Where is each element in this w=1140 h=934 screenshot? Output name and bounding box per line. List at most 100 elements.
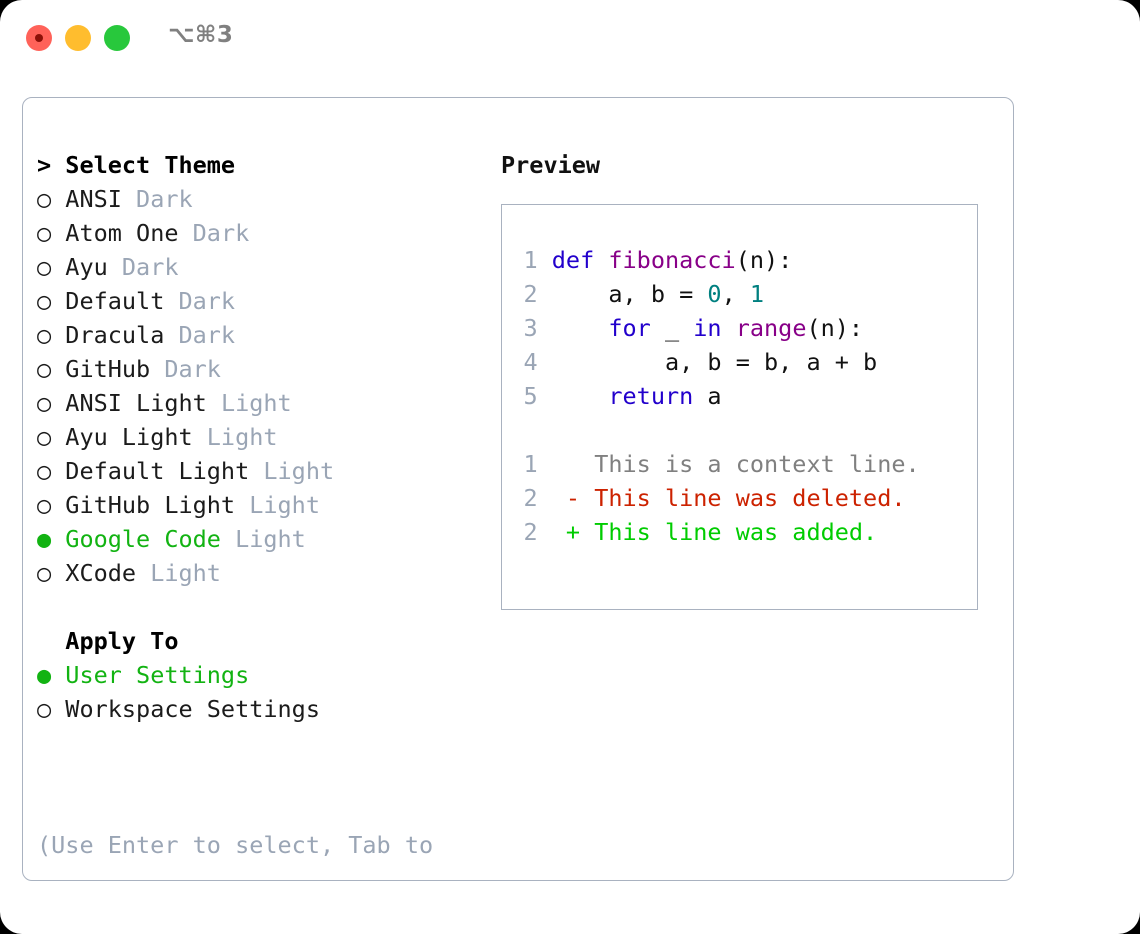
diff-sign: +: [565, 518, 581, 546]
theme-option-variant: Dark: [164, 321, 236, 349]
radio-unselected-icon: ○: [37, 491, 52, 519]
diff-line-del: 2 - This line was deleted.: [515, 481, 971, 515]
theme-option-ayu[interactable]: ○ Ayu Dark: [37, 250, 507, 284]
theme-option-xcode[interactable]: ○ XCode Light: [37, 556, 507, 590]
diff-text: This is a context line.: [580, 450, 920, 478]
theme-option-google-code[interactable]: ● Google Code Light: [37, 522, 507, 556]
code-token-pln: a, b = b, a + b: [551, 348, 878, 376]
minimize-window-icon[interactable]: [65, 25, 91, 51]
line-number: 2: [523, 280, 538, 308]
theme-selection-column: > Select Theme ○ ANSI Dark○ Atom One Dar…: [37, 148, 507, 934]
code-token-kw: for: [608, 314, 651, 342]
radio-unselected-icon: ○: [37, 287, 52, 315]
diff-text: This line was added.: [580, 518, 878, 546]
window-controls: [26, 25, 130, 51]
code-token-num: 0: [707, 280, 722, 308]
radio-unselected-icon: ○: [37, 695, 52, 723]
theme-option-atom-one[interactable]: ○ Atom One Dark: [37, 216, 507, 250]
theme-option-variant: Dark: [164, 287, 236, 315]
code-token-pln: [722, 314, 736, 342]
line-number: 3: [523, 314, 538, 342]
code-token-pln: (n):: [735, 246, 793, 274]
theme-option-default-light[interactable]: ○ Default Light Light: [37, 454, 507, 488]
theme-option-default[interactable]: ○ Default Dark: [37, 284, 507, 318]
apply-to-option-user-settings[interactable]: ● User Settings: [37, 658, 507, 692]
radio-selected-icon: ●: [37, 525, 52, 553]
theme-option-github-light[interactable]: ○ GitHub Light Light: [37, 488, 507, 522]
theme-option-label: Dracula: [51, 321, 165, 349]
radio-unselected-icon: ○: [37, 457, 52, 485]
code-token-pln: ,: [721, 280, 750, 308]
radio-unselected-icon: ○: [37, 321, 52, 349]
code-token-kw: def: [551, 246, 609, 274]
diff-sign: -: [565, 484, 581, 512]
theme-option-variant: Dark: [150, 355, 221, 383]
line-number: 4: [523, 348, 538, 376]
gutter-space: [538, 450, 566, 478]
radio-unselected-icon: ○: [37, 423, 52, 451]
content-panel: > Select Theme ○ ANSI Dark○ Atom One Dar…: [22, 97, 1014, 934]
diff-sign: [566, 450, 580, 478]
code-line: 4 a, b = b, a + b: [515, 345, 971, 379]
keyboard-hint-line-2: change focus): [37, 930, 507, 934]
theme-option-label: GitHub: [51, 355, 151, 383]
gutter-space: [538, 280, 552, 308]
apply-to-option-label: Workspace Settings: [51, 695, 320, 723]
code-token-kw: in: [693, 314, 722, 342]
gutter-space: [538, 246, 552, 274]
diff-block: 1 This is a context line. 2 - This line w…: [515, 447, 971, 549]
theme-option-ansi[interactable]: ○ ANSI Dark: [37, 182, 507, 216]
line-number: 2: [523, 518, 538, 546]
line-number: 2: [523, 484, 538, 512]
preview-column: Preview 1 def fibonacci(n):2 a, b = 0, 1…: [501, 148, 1001, 610]
code-token-pln: a: [693, 382, 722, 410]
code-token-pln: [552, 314, 609, 342]
line-number: 5: [523, 382, 538, 410]
theme-option-variant: Dark: [107, 253, 179, 281]
code-token-pln: a, b =: [551, 280, 708, 308]
theme-option-ayu-light[interactable]: ○ Ayu Light Light: [37, 420, 507, 454]
theme-option-label: GitHub Light: [51, 491, 236, 519]
line-number: 1: [523, 450, 538, 478]
apply-to-heading: Apply To: [37, 627, 179, 655]
theme-option-variant: Light: [192, 423, 278, 451]
theme-option-github[interactable]: ○ GitHub Dark: [37, 352, 507, 386]
code-line: 3 for _ in range(n):: [515, 311, 971, 345]
theme-option-label: Ayu: [51, 253, 108, 281]
keyboard-hint-line-1: (Use Enter to select, Tab to: [37, 831, 434, 859]
gutter-space: [538, 518, 566, 546]
radio-unselected-icon: ○: [37, 219, 52, 247]
theme-option-variant: Light: [235, 491, 320, 519]
maximize-window-icon[interactable]: [104, 25, 130, 51]
theme-option-variant: Light: [206, 389, 292, 417]
gutter-space: [538, 484, 566, 512]
theme-option-ansi-light[interactable]: ○ ANSI Light Light: [37, 386, 507, 420]
apply-to-option-label: User Settings: [51, 661, 250, 689]
preview-box: 1 def fibonacci(n): 2 a, b = 0, 1 3 for _ …: [501, 204, 978, 610]
gutter-space: [538, 348, 552, 376]
theme-option-variant: Dark: [121, 185, 193, 213]
radio-unselected-icon: ○: [37, 389, 52, 417]
theme-option-label: XCode: [51, 559, 137, 587]
radio-unselected-icon: ○: [37, 253, 52, 281]
close-window-icon[interactable]: [26, 25, 52, 51]
apply-to-list: ● User Settings○ Workspace Settings: [37, 658, 507, 726]
theme-option-label: Atom One: [51, 219, 179, 247]
theme-option-label: Default: [51, 287, 165, 315]
code-token-pln: [552, 382, 609, 410]
radio-selected-icon: ●: [37, 661, 52, 689]
code-line: 1 def fibonacci(n):: [515, 243, 971, 277]
apply-to-option-workspace-settings[interactable]: ○ Workspace Settings: [37, 692, 507, 726]
diff-line-add: 2 + This line was added.: [515, 515, 971, 549]
radio-unselected-icon: ○: [37, 185, 52, 213]
theme-option-dracula[interactable]: ○ Dracula Dark: [37, 318, 507, 352]
code-token-kw: return: [608, 382, 694, 410]
code-line: 5 return a: [515, 379, 971, 413]
theme-option-variant: Dark: [178, 219, 250, 247]
theme-option-variant: Light: [220, 525, 306, 553]
theme-option-variant: Light: [136, 559, 221, 587]
code-token-fn: range: [735, 314, 807, 342]
radio-unselected-icon: ○: [37, 559, 52, 587]
keyboard-hint: (Use Enter to select, Tab to change focu…: [37, 760, 507, 934]
